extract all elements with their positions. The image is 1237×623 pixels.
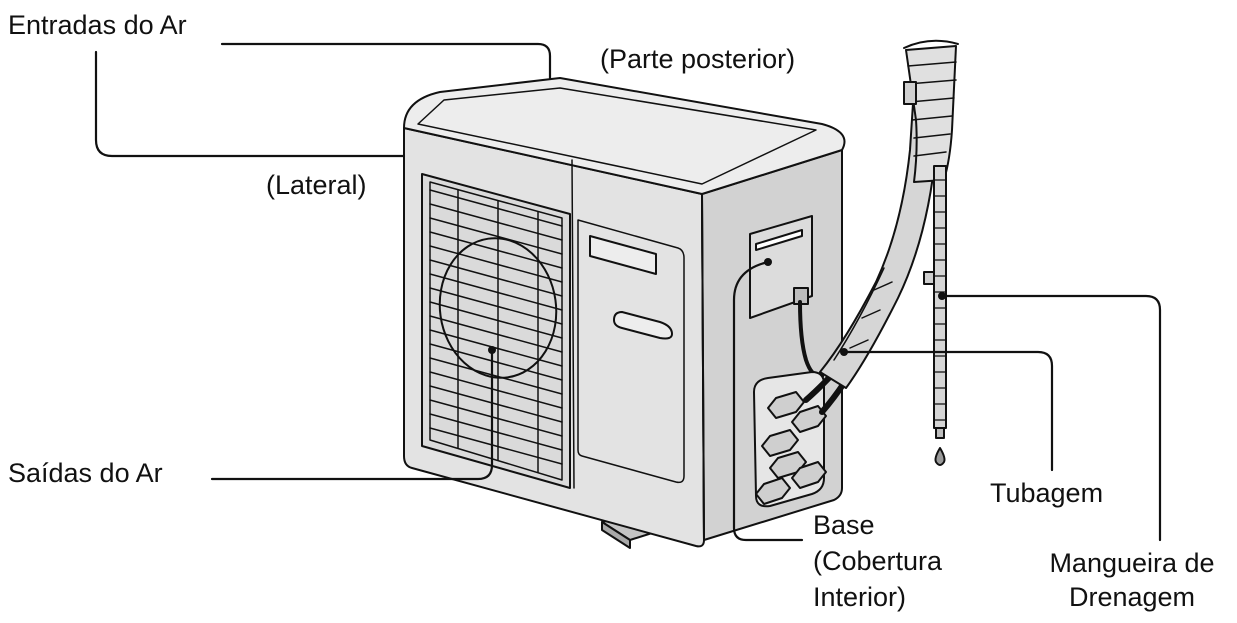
piping-bundle <box>819 39 959 389</box>
front-panel <box>571 159 685 489</box>
label-air-outlets: Saídas do Ar <box>8 458 163 488</box>
leader-air-inlets <box>220 42 552 80</box>
label-piping: Tubagem <box>990 478 1104 508</box>
leader-base <box>732 260 804 542</box>
leader-air-outlets <box>210 348 494 481</box>
leader-lines <box>94 42 1162 542</box>
leader-air-inlets-side <box>94 50 406 158</box>
leader-piping <box>842 350 1054 472</box>
label-drain-line2: Drenagem <box>1068 582 1196 612</box>
label-air-inlets: Entradas do Ar <box>8 10 187 40</box>
label-drain-line1: Mangueira de <box>1049 548 1215 578</box>
label-base-line1: Base <box>813 510 875 540</box>
label-base-line3: Interior) <box>813 582 907 612</box>
label-base-line2: (Cobertura <box>813 546 943 576</box>
leader-dots <box>488 258 946 356</box>
leader-drain-hose <box>940 294 1162 542</box>
front-grille <box>421 173 571 489</box>
label-rear: (Parte posterior) <box>600 44 796 74</box>
service-valves <box>755 391 827 505</box>
label-side: (Lateral) <box>266 170 367 200</box>
